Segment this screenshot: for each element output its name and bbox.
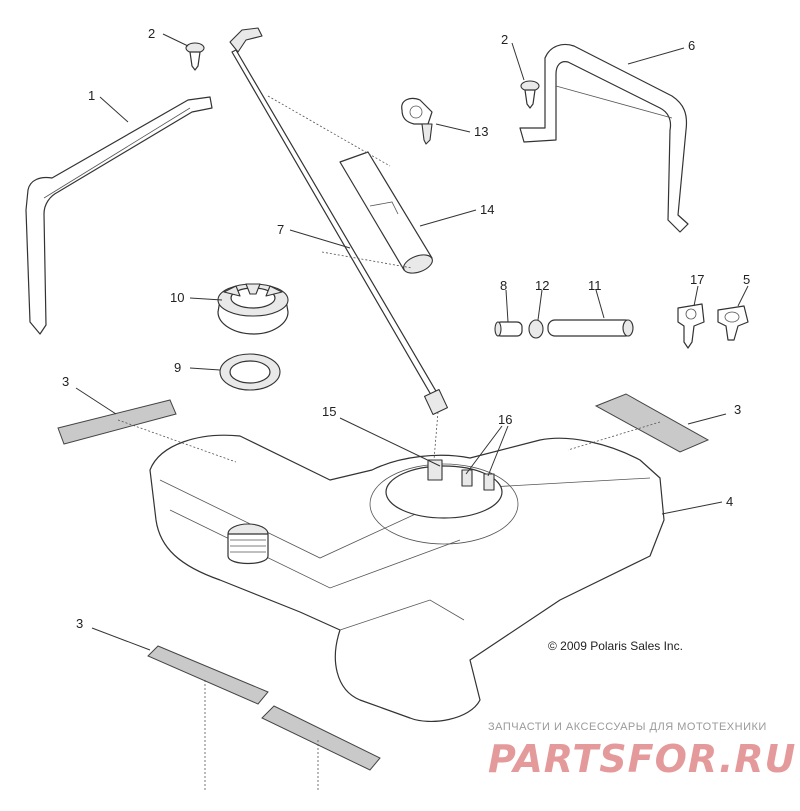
callout-9: 9	[174, 360, 181, 375]
callout-14: 14	[480, 202, 494, 217]
clamp-right	[717, 305, 749, 341]
vent-line	[229, 27, 449, 415]
callout-13: 13	[474, 124, 488, 139]
pad-upper-right	[594, 393, 710, 453]
callout-10: 10	[170, 290, 184, 305]
pad-upper-left	[57, 399, 177, 445]
hose	[547, 319, 634, 337]
callout-3: 3	[62, 374, 69, 389]
strap-left	[25, 96, 213, 335]
gasket	[219, 353, 281, 391]
strap-right	[519, 43, 689, 233]
callout-11: 11	[588, 278, 602, 293]
callout-16: 16	[498, 412, 512, 427]
callout-15: 15	[322, 404, 336, 419]
fuel-pump	[427, 459, 443, 481]
pump-fittings	[461, 469, 473, 487]
clip-right	[677, 303, 705, 349]
callout-3: 3	[76, 616, 83, 631]
screw-top-left	[185, 42, 205, 71]
pad-lower	[147, 645, 381, 771]
sleeve	[339, 151, 433, 274]
fuel-tank	[149, 434, 665, 723]
callout-17: 17	[690, 272, 704, 287]
callout-6: 6	[688, 38, 695, 53]
clip	[401, 97, 433, 145]
callout-labels: 1 2 2 3 3 3 4 5 6 7 8 9 10 11 12 13 14 1…	[62, 26, 750, 631]
callout-7: 7	[277, 222, 284, 237]
fuel-cap	[217, 283, 289, 335]
small-clamp	[528, 319, 544, 339]
copyright-text: © 2009 Polaris Sales Inc.	[548, 639, 683, 653]
callout-4: 4	[726, 494, 733, 509]
callout-2: 2	[148, 26, 155, 41]
watermark-tagline: ЗАПЧАСТИ И АКСЕССУАРЫ ДЛЯ МОТОТЕХНИКИ	[488, 721, 767, 733]
watermark-site: PARTSFOR.RU	[488, 737, 796, 781]
callout-2: 2	[501, 32, 508, 47]
callout-1: 1	[88, 88, 95, 103]
fitting	[494, 321, 523, 337]
callout-3: 3	[734, 402, 741, 417]
screw-top-right	[520, 80, 540, 109]
callout-12: 12	[535, 278, 549, 293]
callout-5: 5	[743, 272, 750, 287]
callout-8: 8	[500, 278, 507, 293]
